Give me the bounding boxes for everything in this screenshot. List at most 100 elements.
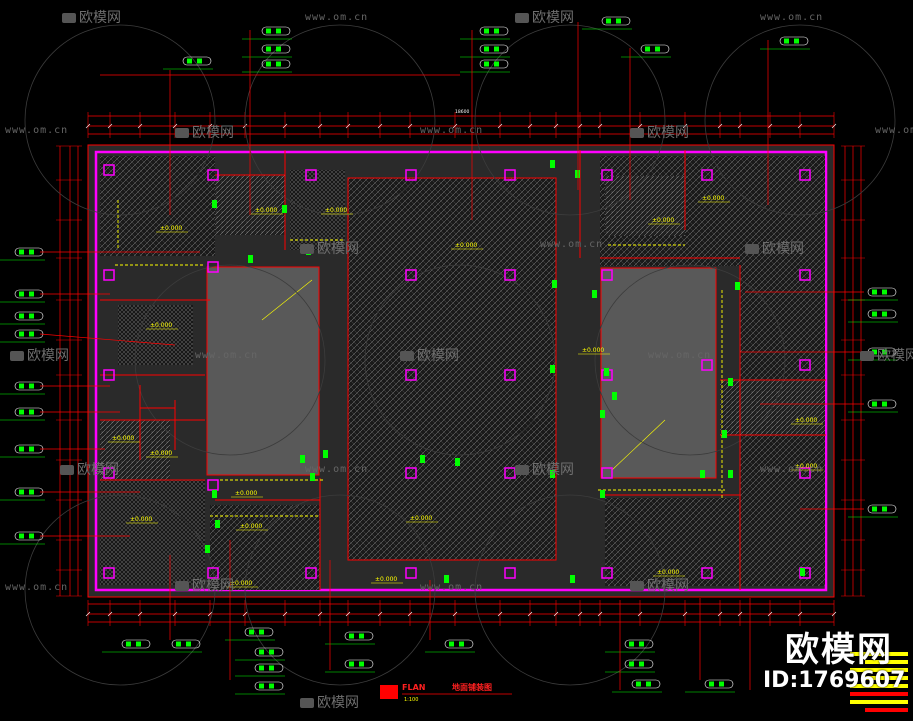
callout-tag-mark [882, 349, 887, 355]
dimension-tick-mark [317, 611, 323, 617]
cores [206, 266, 717, 479]
watermark-icon [515, 13, 529, 23]
level-label: ±0.000 [240, 523, 262, 530]
watermark-icon [400, 351, 414, 361]
callout-tag-mark [636, 681, 641, 687]
watermark-url: www.om.cn [648, 350, 711, 361]
watermark-brand: 欧模网 [77, 462, 119, 478]
level-label: ±0.000 [160, 225, 182, 232]
side-dimension-lines [56, 145, 865, 597]
column [103, 467, 115, 479]
column [601, 169, 613, 181]
callout-tag-mark [709, 681, 714, 687]
callout-tag [244, 627, 274, 637]
column [799, 169, 811, 181]
dimension-tick-mark [682, 611, 688, 617]
watermark-url: www.om.cn [540, 239, 603, 250]
callout-tag-mark [276, 61, 281, 67]
callout-tag-mark [276, 46, 281, 52]
callout-tag [254, 647, 284, 657]
watermark-brand: 欧模网 [417, 348, 459, 364]
callout-tag-mark [19, 313, 24, 319]
column [504, 567, 516, 579]
level-label: ±0.000 [325, 207, 347, 214]
callout-tag [640, 44, 670, 54]
callout-tag-mark [494, 61, 499, 67]
drawing-scale: 1:100 [404, 697, 418, 703]
watermark-url: www.om.cn [305, 464, 368, 475]
green-marker [600, 490, 605, 498]
dimension-tick-mark [107, 611, 113, 617]
watermark-icon [300, 698, 314, 708]
callout-tag-mark [484, 61, 489, 67]
dimension-tick-mark [407, 611, 413, 617]
dimension-tick-mark [172, 611, 178, 617]
color-legend [850, 652, 908, 712]
brand-id: ID:1769607 [763, 668, 906, 693]
column [504, 369, 516, 381]
dimension-tick-mark [831, 611, 837, 617]
dimension-tick-mark [682, 123, 688, 129]
level-label: ±0.000 [150, 322, 172, 329]
watermark-icon [860, 351, 874, 361]
column [504, 169, 516, 181]
column [601, 567, 613, 579]
callout-tag-mark [269, 649, 274, 655]
callout-tag-mark [882, 401, 887, 407]
green-marker [800, 568, 805, 576]
dimension-tick-mark [577, 123, 583, 129]
green-marker [575, 170, 580, 178]
dimension-tick-mark [107, 123, 113, 129]
dimension-tick-mark [637, 123, 643, 129]
dimension-tick-mark [85, 123, 91, 129]
dimension-tick-mark [452, 123, 458, 129]
watermark-brand: 欧模网 [762, 241, 804, 257]
callout-tag-mark [872, 506, 877, 512]
callout-tag-mark [882, 506, 887, 512]
callout-tag-mark [629, 641, 634, 647]
watermark-icon [175, 128, 189, 138]
callout-tag [867, 309, 897, 319]
dimension-tick-mark [242, 611, 248, 617]
watermark-url: www.om.cn [875, 125, 913, 136]
callout-tag [624, 659, 654, 669]
column [207, 169, 219, 181]
watermarks: 欧模网欧模网欧模网欧模网欧模网欧模网欧模网欧模网欧模网欧模网欧模网欧模网欧模网欧… [5, 10, 913, 711]
callout-tag-mark [29, 249, 34, 255]
callout-tag [254, 663, 284, 673]
watermark-brand: 欧模网 [532, 462, 574, 478]
callout-tag-mark [882, 311, 887, 317]
green-marker [550, 470, 555, 478]
callout-tag [344, 659, 374, 669]
watermark-url: www.om.cn [420, 125, 483, 136]
column [305, 567, 317, 579]
title-block: FLAN 地面铺装图 1:100 [380, 682, 512, 703]
callout-tag-mark [359, 661, 364, 667]
watermark-brand: 欧模网 [192, 125, 234, 141]
watermark-url: www.om.cn [5, 582, 68, 593]
green-marker [310, 473, 315, 481]
watermark-brand: 欧模网 [647, 125, 689, 141]
column [504, 269, 516, 281]
callout-tag-mark [639, 661, 644, 667]
watermark-url: www.om.cn [420, 582, 483, 593]
callout-tag [601, 16, 631, 26]
callout-tag-mark [639, 641, 644, 647]
green-marker [728, 378, 733, 386]
green-marker [612, 392, 617, 400]
callout-tag [261, 44, 291, 54]
callout-tag-mark [494, 28, 499, 34]
callout-tag-mark [616, 18, 621, 24]
level-label: ±0.000 [230, 580, 252, 587]
watermark-url: www.om.cn [760, 464, 823, 475]
callout-tag-mark [186, 641, 191, 647]
callout-tag [261, 59, 291, 69]
watermark-brand: 欧模网 [647, 578, 689, 594]
green-marker [735, 282, 740, 290]
level-label: ±0.000 [235, 490, 257, 497]
drawing-title: 地面铺装图 [452, 682, 492, 692]
green-marker [420, 455, 425, 463]
watermark-arcs [24, 24, 896, 686]
dimension-tick-mark [85, 611, 91, 617]
column [601, 467, 613, 479]
